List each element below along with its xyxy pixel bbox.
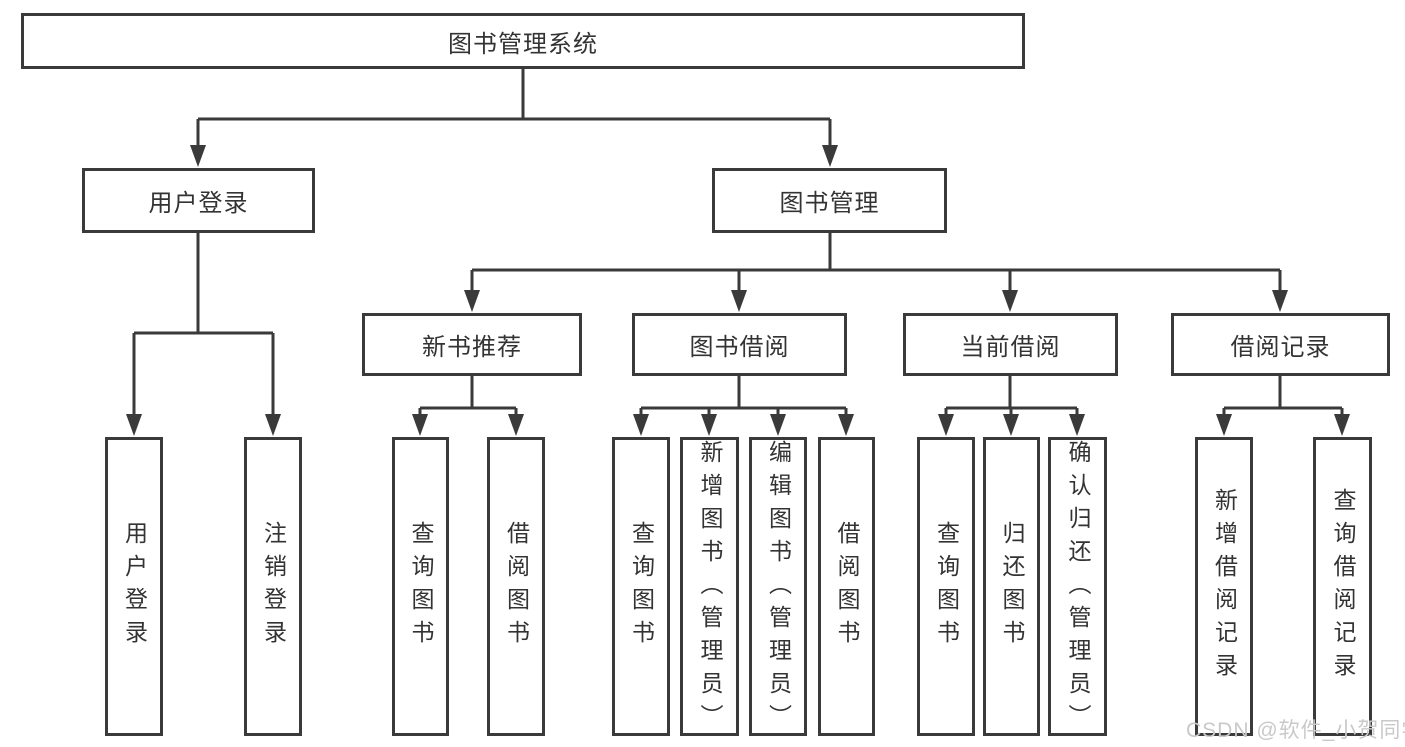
node-root-library-system: 图书管理系统 bbox=[21, 13, 1025, 69]
csdn-watermark: CSDN @软件_小贺同学 bbox=[1186, 719, 1405, 742]
node-new-book-recommend: 新书推荐 bbox=[362, 313, 582, 376]
leaf-return-books: 归还图书 bbox=[983, 437, 1040, 736]
node-borrow-records: 借阅记录 bbox=[1171, 313, 1390, 376]
leaf-query-books-current: 查询图书 bbox=[917, 437, 975, 736]
leaf-add-borrow-record: 新增借阅记录 bbox=[1195, 437, 1253, 736]
node-current-borrow: 当前借阅 bbox=[903, 313, 1118, 376]
leaf-user-login: 用户登录 bbox=[105, 437, 163, 736]
leaf-add-books-admin: 新增图书（管理员） bbox=[680, 437, 739, 737]
leaf-logout: 注销登录 bbox=[244, 437, 302, 736]
leaf-query-books-borrow: 查询图书 bbox=[612, 437, 670, 736]
leaf-edit-books-admin: 编辑图书（管理员） bbox=[749, 437, 807, 737]
node-book-borrow: 图书借阅 bbox=[632, 313, 847, 376]
leaf-borrow-books-recommend: 借阅图书 bbox=[487, 437, 545, 736]
leaf-confirm-return-admin: 确认归还（管理员） bbox=[1048, 437, 1107, 737]
arrowheads bbox=[126, 145, 1350, 436]
leaf-query-books-recommend: 查询图书 bbox=[392, 437, 449, 736]
tree-edges bbox=[132, 69, 1344, 418]
node-book-management: 图书管理 bbox=[712, 168, 947, 233]
leaf-borrow-books: 借阅图书 bbox=[818, 437, 875, 736]
leaf-query-borrow-record: 查询借阅记录 bbox=[1313, 437, 1372, 736]
node-user-login: 用户登录 bbox=[82, 168, 315, 233]
